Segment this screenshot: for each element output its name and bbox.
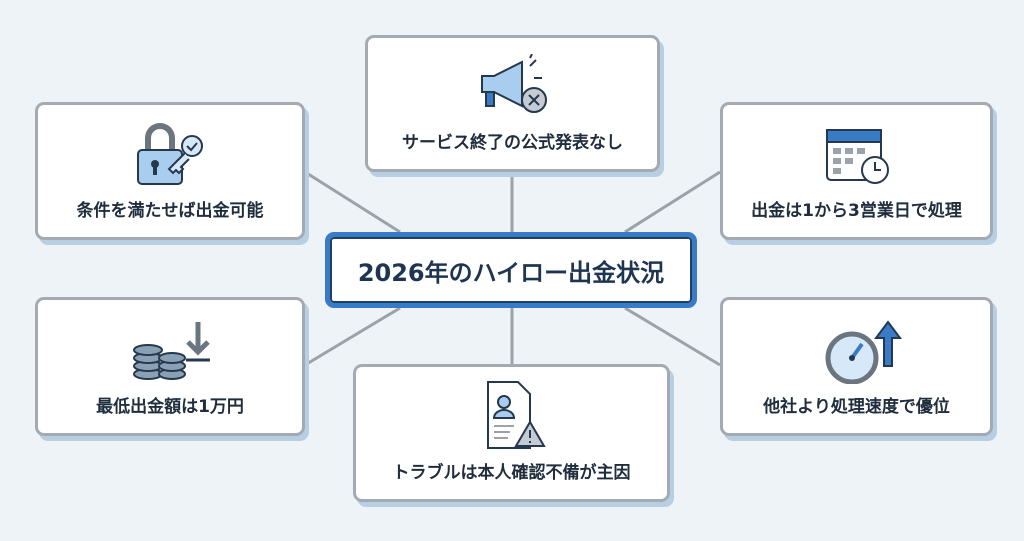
megaphone-x-icon [480,54,547,113]
central-title: 2026年のハイロー出金状況 [357,258,665,287]
node-label: 出金は1から3営業日で処理 [751,201,962,221]
document-warning-icon [486,381,546,449]
node-label: 最低出金額は1万円 [96,397,244,417]
node-minimum-withdrawal: 最低出金額は1万円 [35,297,305,436]
node-label: トラブルは本人確認不備が主因 [392,463,631,483]
node-withdrawal-possible: 条件を満たせば出金可能 [35,102,305,240]
node-no-shutdown-announcement: サービス終了の公式発表なし [365,35,660,172]
speedometer-arrow-icon [825,320,902,384]
node-label: 他社より処理速度で優位 [763,397,950,417]
lock-key-icon [137,123,203,185]
calendar-clock-icon [825,129,889,184]
node-trouble-cause: トラブルは本人確認不備が主因 [353,364,670,502]
coins-download-icon [133,322,210,380]
node-processing-days: 出金は1から3営業日で処理 [720,102,993,240]
node-speed-advantage: 他社より処理速度で優位 [720,297,993,436]
node-label: 条件を満たせば出金可能 [76,201,264,221]
node-label: サービス終了の公式発表なし [402,133,623,153]
central-topic: 2026年のハイロー出金状況 [325,232,697,308]
